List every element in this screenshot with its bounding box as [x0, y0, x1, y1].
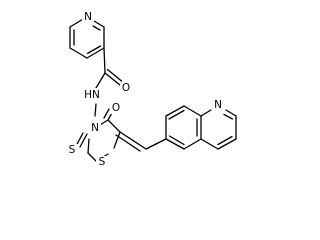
ring-nitrogen-label: N — [91, 122, 99, 134]
bond — [103, 108, 110, 119]
bond — [225, 109, 237, 117]
molecule-structure-diagram: N O HN N O S S N — [66, 11, 237, 168]
bond — [183, 138, 202, 150]
bond — [223, 113, 234, 120]
bond — [87, 138, 90, 154]
thione-sulfur-label: S — [69, 144, 76, 156]
bond — [86, 47, 105, 59]
bond — [115, 134, 141, 152]
bond — [183, 105, 202, 117]
bond-lines — [69, 16, 237, 162]
bond — [104, 72, 121, 86]
bond — [79, 133, 88, 148]
bond — [145, 138, 167, 150]
bond — [95, 72, 106, 89]
amide-oxygen-label: O — [122, 82, 130, 94]
bond — [93, 20, 105, 28]
atom-labels: N O HN N O S S N — [66, 11, 224, 168]
bond — [69, 47, 88, 59]
bond — [75, 132, 84, 147]
bond — [86, 45, 102, 55]
bond — [165, 105, 185, 117]
bond — [168, 135, 185, 146]
bond — [119, 131, 147, 150]
bond — [103, 47, 106, 74]
bond — [92, 25, 101, 31]
bond — [87, 152, 97, 162]
bond — [217, 138, 237, 150]
ring-oxygen-label: O — [112, 102, 120, 114]
pyridine-nitrogen-label: N — [84, 11, 92, 23]
bond — [107, 119, 121, 133]
quinoline-nitrogen-label: N — [214, 99, 222, 111]
bond — [168, 109, 185, 120]
bond — [217, 135, 233, 146]
bond — [200, 138, 219, 150]
bond — [94, 103, 97, 117]
bond — [106, 68, 123, 82]
amide-nh-label: HN — [84, 89, 100, 101]
bond — [200, 109, 212, 117]
bond — [113, 131, 121, 149]
ring-sulfur-label: S — [99, 156, 106, 168]
bond — [165, 138, 185, 150]
